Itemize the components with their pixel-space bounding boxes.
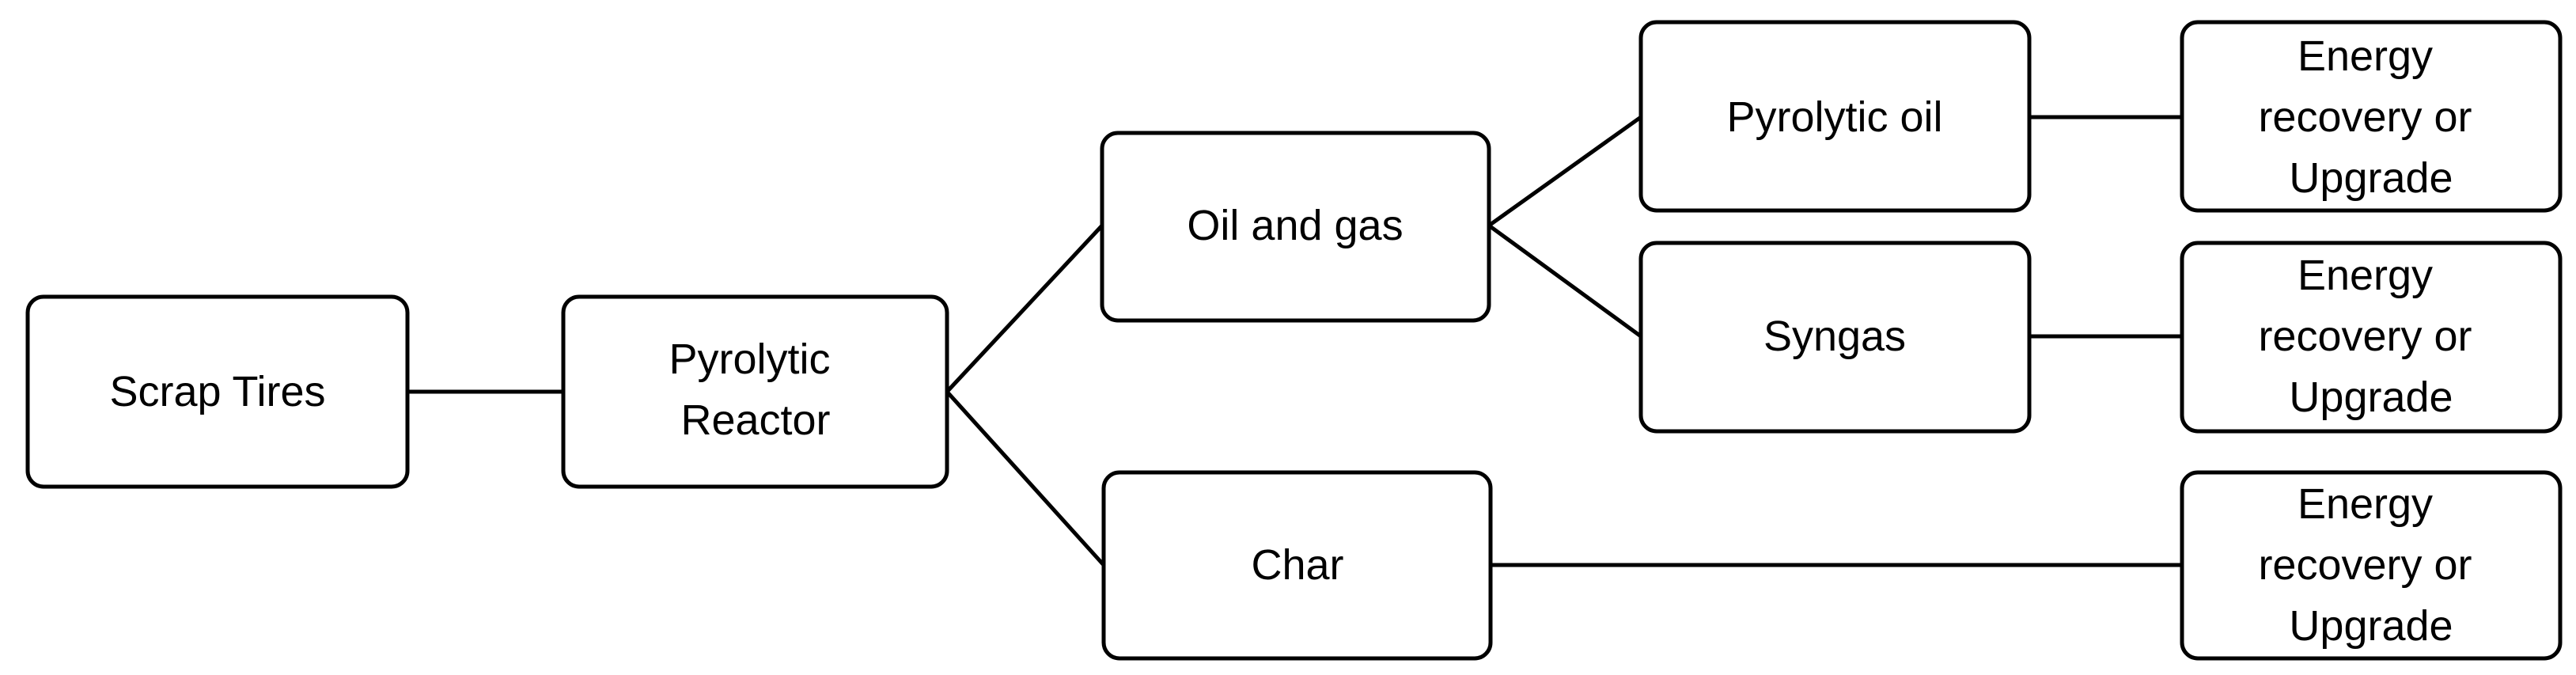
node-energy-recovery-3-line-3: Upgrade [2289,602,2453,650]
node-energy-recovery-1-line-2: recovery or [2258,93,2472,141]
node-syngas-line-1: Syngas [1763,313,1906,360]
node-oil-and-gas-label: Oil and gas [1187,202,1403,249]
node-energy-recovery-3-label: Energy recovery or Upgrade [2258,480,2483,650]
node-syngas-label: Syngas [1763,313,1906,360]
node-oil-and-gas-box [1100,131,1491,323]
node-energy-recovery-2-box [2180,241,2563,434]
node-energy-recovery-1-box [2180,20,2563,213]
node-char-line-1: Char [1251,541,1343,589]
node-energy-recovery-1: Energy recovery or Upgrade [2180,20,2563,213]
node-syngas-box [1638,241,2032,434]
node-syngas: Syngas [1638,241,2032,434]
node-energy-recovery-2-line-2: recovery or [2258,313,2472,360]
node-scrap-tires-line-1: Scrap Tires [109,368,325,415]
node-char-label: Char [1251,541,1343,589]
node-char: Char [1101,470,1493,661]
edge-reactor-to-char [945,390,1105,567]
node-pyrolytic-oil-box [1638,20,2032,213]
node-energy-recovery-2-label: Energy recovery or Upgrade [2258,252,2483,421]
node-energy-recovery-3: Energy recovery or Upgrade [2180,470,2563,661]
edge-reactor-to-oil-and-gas [945,224,1104,393]
edge-oil-and-gas-to-syngas [1487,223,1642,339]
node-energy-recovery-3-line-2: recovery or [2258,541,2472,589]
node-energy-recovery-2: Energy recovery or Upgrade [2180,241,2563,434]
node-pyrolytic-oil-line-1: Pyrolytic oil [1726,93,1942,141]
node-energy-recovery-2-line-3: Upgrade [2289,374,2453,421]
node-pyrolytic-reactor-line-2: Reactor [680,396,830,444]
node-pyrolytic-oil: Pyrolytic oil [1638,20,2032,213]
node-energy-recovery-3-box [2180,470,2563,661]
node-scrap-tires-box [25,294,410,489]
node-pyrolytic-reactor: Pyrolytic Reactor [561,294,949,489]
node-energy-recovery-1-label: Energy recovery or Upgrade [2258,32,2483,202]
node-scrap-tires-label: Scrap Tires [109,368,325,415]
node-energy-recovery-2-line-1: Energy [2298,252,2433,299]
node-pyrolytic-reactor-line-1: Pyrolytic [669,336,830,383]
edge-oil-and-gas-to-pyrolytic-oil [1487,115,1642,228]
node-pyrolytic-reactor-box [561,294,949,489]
node-oil-and-gas-line-1: Oil and gas [1187,202,1403,249]
node-scrap-tires: Scrap Tires [25,294,410,489]
connectors [407,115,2182,567]
node-pyrolytic-reactor-label: Pyrolytic Reactor [669,336,842,444]
node-char-box [1101,470,1493,661]
node-pyrolytic-oil-label: Pyrolytic oil [1726,93,1942,141]
node-energy-recovery-3-line-1: Energy [2298,480,2433,528]
node-energy-recovery-1-line-1: Energy [2298,32,2433,80]
node-energy-recovery-1-line-3: Upgrade [2289,154,2453,202]
node-oil-and-gas: Oil and gas [1100,131,1491,323]
